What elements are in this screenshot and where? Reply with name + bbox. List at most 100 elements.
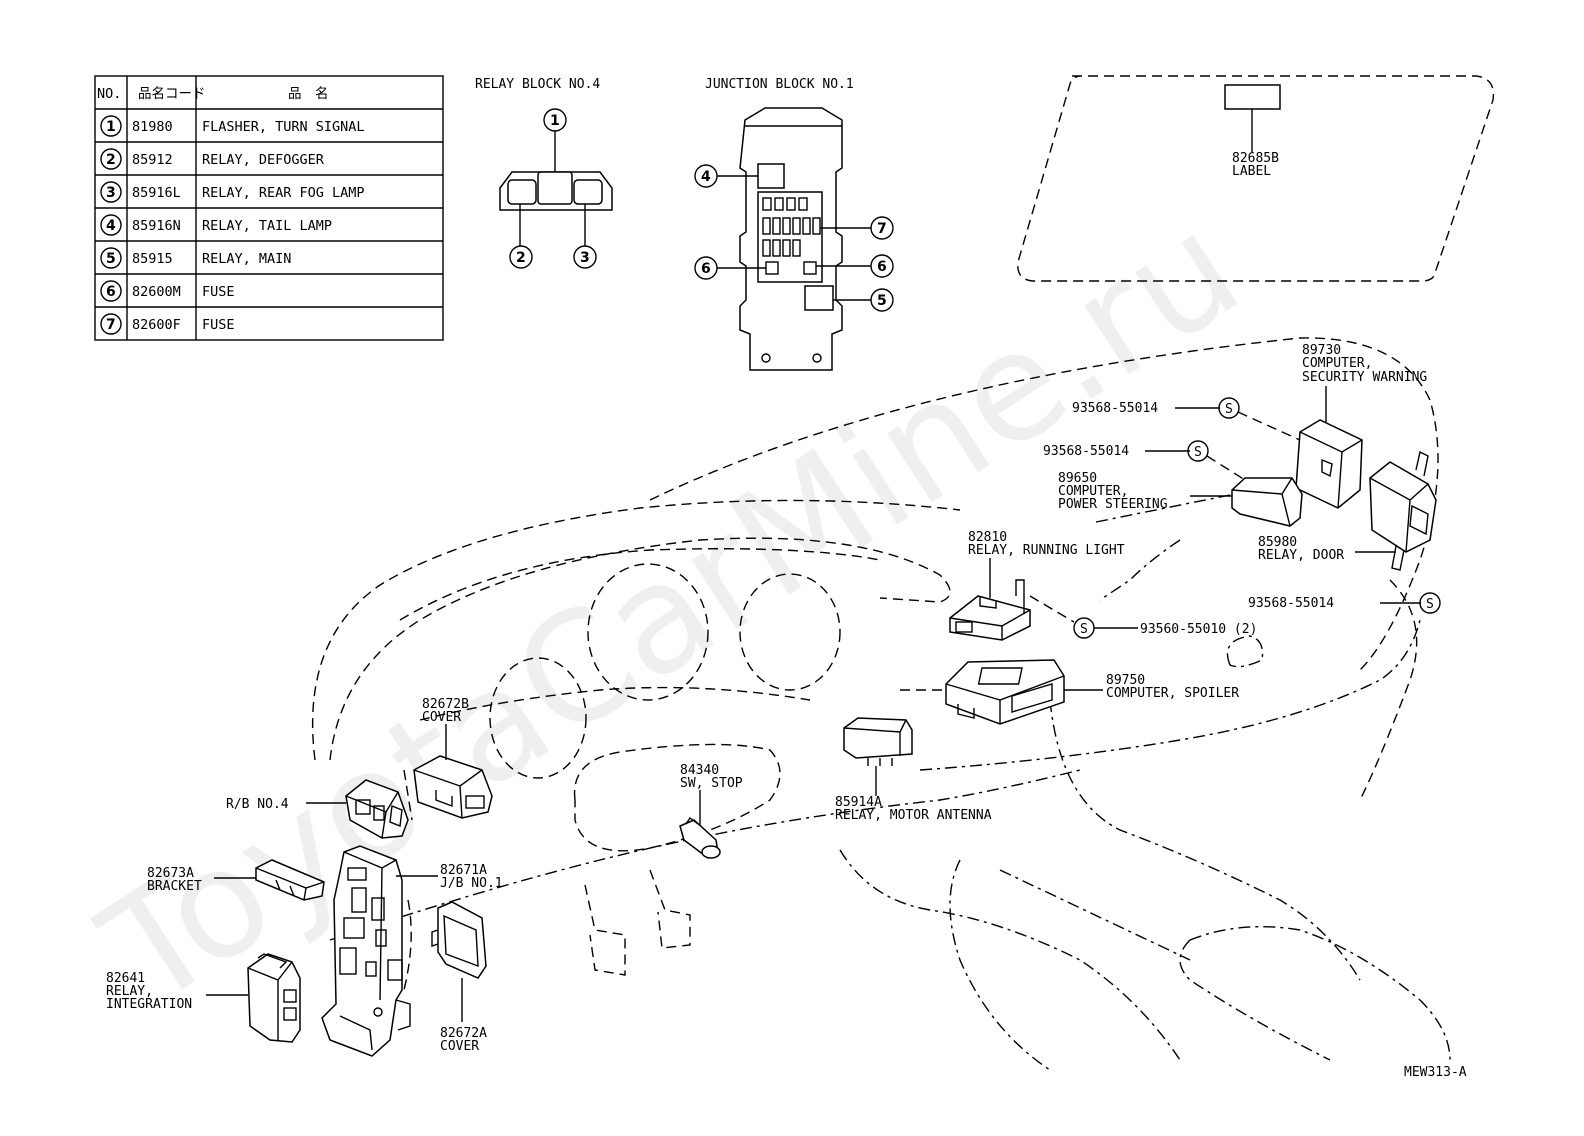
- row-number: 7: [106, 317, 116, 333]
- integration-name2: INTEGRATION: [106, 997, 192, 1012]
- row-name: FUSE: [202, 317, 235, 333]
- svg-text:2: 2: [516, 250, 526, 266]
- callout-2: 2: [509, 245, 533, 269]
- gauge-outline-right: [739, 573, 841, 691]
- header-no: NO.: [97, 86, 121, 102]
- row-number: 5: [106, 251, 116, 267]
- bolt2-number: 93568-55014: [1043, 444, 1129, 459]
- bracket-code: 82673A: [147, 866, 194, 881]
- junction-block-title: JUNCTION BLOCK NO.1: [705, 77, 854, 92]
- table-row: 1 81980 FLASHER, TURN SIGNAL: [100, 115, 365, 137]
- row-name: FLASHER, TURN SIGNAL: [202, 119, 365, 135]
- s-mark: S: [1194, 445, 1202, 460]
- cover-a: 82672A COVER: [431, 901, 487, 1054]
- relay-block-title: RELAY BLOCK NO.4: [475, 77, 600, 92]
- callout-7: 7: [870, 216, 894, 240]
- s-mark: S: [1080, 622, 1088, 637]
- s-mark: S: [1225, 402, 1233, 417]
- cover-a-name: COVER: [440, 1039, 479, 1054]
- row-name: RELAY, DEFOGGER: [202, 152, 325, 168]
- table-row: 4 85916N RELAY, TAIL LAMP: [100, 214, 332, 236]
- row-name: RELAY, MAIN: [202, 251, 291, 267]
- table-row: 6 82600M FUSE: [100, 280, 235, 302]
- bolt3-number: 93568-55014: [1248, 596, 1334, 611]
- table-row: 3 85916L RELAY, REAR FOG LAMP: [100, 181, 365, 203]
- row-name: FUSE: [202, 284, 235, 300]
- header-name: 品 名: [288, 86, 329, 102]
- callout-6-right: 6: [870, 254, 894, 278]
- junction-block-1: 82671A J/B NO.1: [321, 845, 503, 1057]
- row-number: 2: [106, 152, 116, 168]
- jb-name: J/B NO.1: [440, 876, 503, 891]
- integration-code: 82641: [106, 971, 145, 986]
- gauge-outline-left: [587, 563, 709, 701]
- rb4-label: R/B NO.4: [226, 797, 289, 812]
- bolt-callout-2: 93568-55014 S: [1043, 440, 1246, 481]
- dashboard-outline: [311, 337, 1451, 1071]
- svg-text:5: 5: [877, 293, 887, 309]
- callout-3: 3: [573, 245, 597, 269]
- row-name: RELAY, REAR FOG LAMP: [202, 185, 365, 201]
- svg-text:6: 6: [701, 261, 711, 277]
- callout-1: 1: [543, 108, 567, 132]
- security-warning-computer: 89730 COMPUTER, SECURITY WARNING: [1295, 343, 1427, 509]
- door-relay: 85980 RELAY, DOOR: [1258, 450, 1437, 571]
- antenna-code: 85914A: [835, 795, 882, 810]
- running-name: RELAY, RUNNING LIGHT: [968, 543, 1125, 558]
- row-number: 4: [106, 218, 116, 234]
- stop-switch: 84340 SW, STOP: [679, 763, 743, 859]
- jb-code: 82671A: [440, 863, 487, 878]
- row-name: RELAY, TAIL LAMP: [202, 218, 332, 234]
- relay-block-inset: RELAY BLOCK NO.4 1 2 3: [475, 77, 613, 269]
- row-number: 1: [106, 119, 116, 135]
- svg-text:3: 3: [580, 250, 590, 266]
- label-code: 82685B: [1232, 151, 1279, 166]
- svg-text:4: 4: [701, 169, 711, 185]
- stop-name: SW, STOP: [680, 776, 743, 791]
- security-name1: COMPUTER,: [1302, 356, 1372, 371]
- gauge-outline-small: [489, 657, 587, 779]
- windshield: 82685B LABEL: [1017, 75, 1495, 282]
- svg-text:7: 7: [877, 221, 887, 237]
- ps-code: 89650: [1058, 471, 1097, 486]
- row-code: 85912: [132, 152, 173, 168]
- row-code: 85916N: [132, 218, 181, 234]
- table-row: 7 82600F FUSE: [100, 313, 235, 335]
- label-name: LABEL: [1232, 164, 1271, 179]
- svg-text:1: 1: [550, 113, 560, 129]
- bolt1-number: 93568-55014: [1072, 401, 1158, 416]
- bracket: 82673A BRACKET: [147, 859, 325, 901]
- callout-6-left: 6: [694, 256, 718, 280]
- cover-b: 82672B COVER: [413, 697, 493, 819]
- label-sticker: [1224, 84, 1281, 110]
- relay-block-4: R/B NO.4: [226, 779, 409, 839]
- header-code: 品名コード: [138, 86, 206, 102]
- table-row: 5 85915 RELAY, MAIN: [100, 247, 291, 269]
- door-code: 85980: [1258, 535, 1297, 550]
- cover-b-code: 82672B: [422, 697, 469, 712]
- power-steering-computer: 89650 COMPUTER, POWER STEERING: [1058, 471, 1303, 527]
- cover-a-code: 82672A: [440, 1026, 487, 1041]
- cover-b-name: COVER: [422, 710, 461, 725]
- security-code: 89730: [1302, 343, 1341, 358]
- row-code: 85916L: [132, 185, 181, 201]
- security-name2: SECURITY WARNING: [1302, 370, 1427, 385]
- row-code: 82600F: [132, 317, 181, 333]
- relay-integration: 82641 RELAY, INTEGRATION: [106, 953, 301, 1043]
- integration-name1: RELAY,: [106, 984, 153, 999]
- antenna-name: RELAY, MOTOR ANTENNA: [835, 808, 992, 823]
- row-number: 3: [106, 185, 116, 201]
- bracket-name: BRACKET: [147, 879, 202, 894]
- parts-table: NO. 品名コード 品 名 1 81980 FLASHER, TURN SIGN…: [94, 75, 444, 341]
- stop-code: 84340: [680, 763, 719, 778]
- spoiler-computer: 89750 COMPUTER, SPOILER: [900, 659, 1239, 725]
- row-code: 81980: [132, 119, 173, 135]
- row-code: 85915: [132, 251, 173, 267]
- table-row: 2 85912 RELAY, DEFOGGER: [100, 148, 325, 170]
- motor-antenna-relay: 85914A RELAY, MOTOR ANTENNA: [835, 717, 992, 823]
- door-name: RELAY, DOOR: [1258, 548, 1344, 563]
- row-code: 82600M: [132, 284, 181, 300]
- spoiler-name: COMPUTER, SPOILER: [1106, 686, 1239, 701]
- figure-id: MEW313-A: [1404, 1065, 1467, 1080]
- row-number: 6: [106, 284, 116, 300]
